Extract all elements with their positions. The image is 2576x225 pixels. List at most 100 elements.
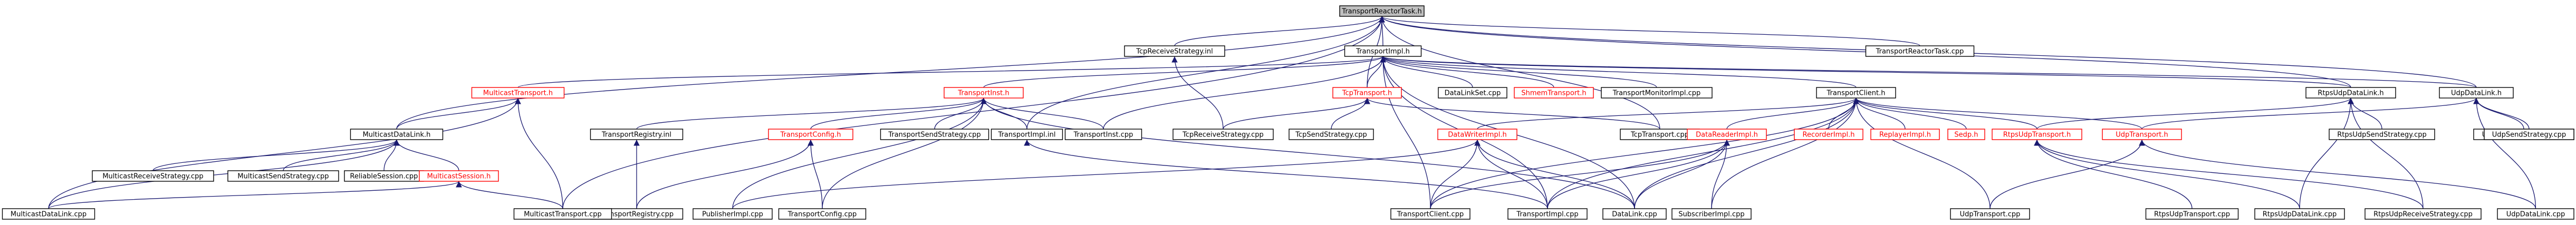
node-multicastdatalink-h[interactable]: MulticastDataLink.h [350, 129, 444, 140]
node-box [2329, 129, 2435, 140]
edge-datalink-cpp-to-datareaderimpl-h [1634, 139, 1730, 209]
node-transportimpl-cpp[interactable]: TransportImpl.cpp [1507, 208, 1588, 220]
node-label: UdpTransport.h [2116, 131, 2168, 139]
node-label: DataLinkSet.cpp [1445, 90, 1501, 97]
node-transportmonitorimpl-cpp[interactable]: TransportMonitorImpl.cpp [1601, 87, 1713, 99]
node-datalink-cpp[interactable]: DataLink.cpp [1602, 208, 1667, 220]
node-udpdatalink-h[interactable]: UdpDataLink.h [2439, 87, 2514, 99]
edge-transportmonitorimpl-cpp-to-transportimpl-h [1380, 56, 1657, 88]
node-label: DataWriterImpl.h [1448, 131, 1506, 139]
node-transportimpl-inl[interactable]: TransportImpl.inl [991, 129, 1063, 140]
node-tcpreceivestrategy-cpp[interactable]: TcpReceiveStrategy.cpp [1172, 129, 1274, 140]
node-rtpsudpdatalink-cpp[interactable]: RtpsUdpDataLink.cpp [2254, 208, 2345, 220]
node-transportclient-cpp[interactable]: TransportClient.cpp [1390, 208, 1470, 220]
node-label: TransportRegistry.inl [601, 131, 671, 139]
node-subscriberimpl-cpp[interactable]: SubscriberImpl.cpp [1671, 208, 1752, 220]
node-box [1507, 208, 1588, 220]
edge-udptransport-cpp-to-transportclient-h [1853, 97, 1991, 209]
edge-transportimpl-cpp-to-datawriterimpl-h [1474, 139, 1548, 209]
node-rtpsudptransport-h[interactable]: RtpsUdpTransport.h [1992, 129, 2082, 140]
node-transportconfig-cpp[interactable]: TransportConfig.cpp [778, 208, 867, 220]
node-box [1602, 208, 1667, 220]
edge-datalinkset-cpp-to-transportimpl-h [1380, 56, 1473, 88]
node-label: RtpsUdpTransport.cpp [2154, 211, 2230, 219]
node-transportconfig-h[interactable]: TransportConfig.h [768, 129, 853, 140]
node-transportimpl-h[interactable]: TransportImpl.h [1344, 45, 1422, 57]
node-box [1344, 45, 1422, 57]
edge-multicastreceivestrategy-cpp-to-multicastdatalink-h [152, 139, 400, 171]
node-replayerimpl-h[interactable]: ReplayerImpl.h [1870, 129, 1940, 140]
node-label: TransportSendStrategy.cpp [888, 131, 981, 139]
node-transportreactortask-h: TransportReactorTask.h [1339, 5, 1425, 17]
node-box [1172, 129, 1274, 140]
node-rtpsudptransport-cpp[interactable]: RtpsUdpTransport.cpp [2145, 208, 2239, 220]
node-box [1947, 129, 1985, 140]
node-multicastreceivestrategy-cpp[interactable]: MulticastReceiveStrategy.cpp [92, 170, 214, 182]
node-box [1601, 87, 1713, 99]
node-label: RtpsUdpSendStrategy.cpp [2337, 131, 2427, 139]
node-label: RecorderImpl.h [1803, 131, 1855, 139]
node-rtpsudpsendstrategy-cpp[interactable]: RtpsUdpSendStrategy.cpp [2329, 129, 2435, 140]
node-recorderimpl-h[interactable]: RecorderImpl.h [1794, 129, 1863, 140]
node-tcpsendstrategy-cpp[interactable]: TcpSendStrategy.cpp [1289, 129, 1374, 140]
node-box [2102, 129, 2182, 140]
node-multicastdatalink-cpp[interactable]: MulticastDataLink.cpp [2, 208, 95, 220]
node-tcptransport-cpp[interactable]: TcpTransport.cpp [1620, 129, 1700, 140]
edge-multicastsession-h-to-multicastdatalink-h [393, 139, 459, 171]
node-tcpreceivestrategy-inl[interactable]: TcpReceiveStrategy.inl [1124, 45, 1225, 57]
edge-transportclient-cpp-to-datareaderimpl-h [1430, 139, 1730, 209]
node-publisherimpl-cpp[interactable]: PublisherImpl.cpp [693, 208, 773, 220]
node-box [227, 170, 339, 182]
node-multicasttransport-cpp[interactable]: MulticastTransport.cpp [513, 208, 612, 220]
node-box [1514, 87, 1594, 99]
node-box [693, 208, 773, 220]
node-datawriterimpl-h[interactable]: DataWriterImpl.h [1437, 129, 1517, 140]
node-label: TransportReactorTask.cpp [1876, 48, 1964, 56]
nodes-layer: TransportReactorTask.hTcpReceiveStrategy… [2, 5, 2574, 220]
edge-transportconfig-cpp-to-transportinst-h [822, 97, 987, 209]
edge-tcpreceivestrategy-cpp-to-tcpreceivestrategy-inl [1171, 56, 1224, 130]
node-label: ShmemTransport.h [1521, 90, 1586, 97]
node-label: TransportReactorTask.h [1341, 8, 1421, 16]
node-transportinst-h[interactable]: TransportInst.h [944, 87, 1024, 99]
edge-transportconfig-h-to-transportinst-h [810, 97, 987, 130]
node-label: TransportImpl.cpp [1516, 211, 1578, 219]
node-label: RtpsUdpDataLink.cpp [2263, 211, 2337, 219]
node-sedp-h[interactable]: Sedp.h [1947, 129, 1985, 140]
node-multicastsession-h[interactable]: MulticastSession.h [419, 170, 499, 182]
edge-udpsendstrategy-cpp-to-udpdatalink-h [2473, 97, 2530, 130]
node-label: RtpsUdpReceiveStrategy.cpp [2373, 211, 2473, 219]
edge-tcptransport-cpp-to-transportreactortask-h [1379, 16, 1660, 130]
node-transportclient-h[interactable]: TransportClient.h [1816, 87, 1896, 99]
node-transportsendstrategy-cpp[interactable]: TransportSendStrategy.cpp [880, 129, 989, 140]
node-label: UdpSendStrategy.cpp [2492, 131, 2566, 139]
node-box [1437, 129, 1517, 140]
node-label: Sedp.h [1954, 131, 1978, 139]
node-multicasttransport-h[interactable]: MulticastTransport.h [471, 87, 565, 99]
node-transportinst-cpp[interactable]: TransportInst.cpp [1064, 129, 1142, 140]
node-reliablesession-cpp[interactable]: ReliableSession.cpp [344, 170, 424, 182]
node-rtpsudpreceivestrategy-cpp[interactable]: RtpsUdpReceiveStrategy.cpp [2364, 208, 2482, 220]
node-udpdatalink-cpp[interactable]: UdpDataLink.cpp [2497, 208, 2574, 220]
edge-tcpreceivestrategy-cpp-to-tcptransport-h [1223, 97, 1370, 130]
node-rtpsudpdatalink-h[interactable]: RtpsUdpDataLink.h [2305, 87, 2396, 99]
node-shmemtransport-h[interactable]: ShmemTransport.h [1514, 87, 1594, 99]
node-udptransport-h[interactable]: UdpTransport.h [2102, 129, 2182, 140]
node-label: UdpDataLink.cpp [2506, 211, 2565, 219]
node-box [2254, 208, 2345, 220]
node-tcptransport-h[interactable]: TcpTransport.h [1332, 87, 1402, 99]
node-box [92, 170, 214, 182]
node-datareaderimpl-h[interactable]: DataReaderImpl.h [1687, 129, 1767, 140]
node-label: RtpsUdpDataLink.h [2318, 90, 2383, 97]
node-datalinkset-cpp[interactable]: DataLinkSet.cpp [1438, 87, 1507, 99]
node-transportreactortask-cpp[interactable]: TransportReactorTask.cpp [1865, 45, 1975, 57]
edge-udptransport-h-to-udpdatalink-h [2141, 97, 2479, 130]
edge-transportinst-cpp-to-transportinst-h [981, 97, 1104, 130]
node-multicastsendstrategy-cpp[interactable]: MulticastSendStrategy.cpp [227, 170, 339, 182]
node-udpsendstrategy-cpp[interactable]: UdpSendStrategy.cpp [2484, 129, 2574, 140]
node-label: TransportImpl.inl [998, 131, 1056, 139]
edge-subscriberimpl-cpp-to-transportclient-h [1711, 97, 1859, 209]
node-udptransport-cpp[interactable]: UdpTransport.cpp [1950, 208, 2030, 220]
edge-datawriterimpl-h-to-transportclient-h [1477, 97, 1859, 130]
node-transportregistry-inl[interactable]: TransportRegistry.inl [590, 129, 684, 140]
